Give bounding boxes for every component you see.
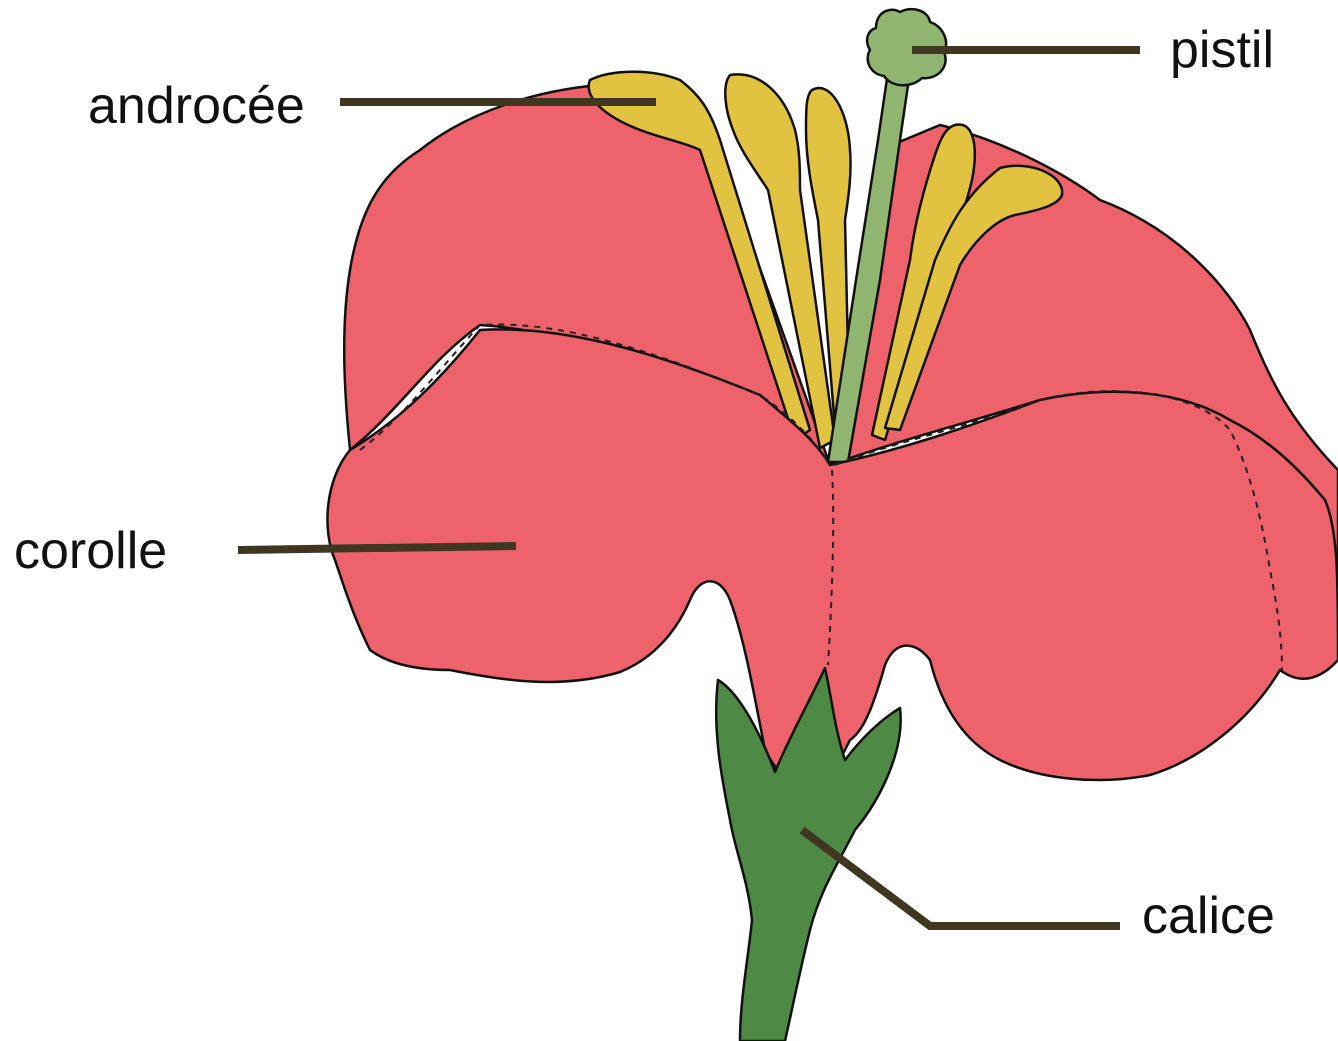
label-androcee: androcée bbox=[88, 80, 305, 132]
label-pistil: pistil bbox=[1170, 24, 1274, 76]
leader-line-calice bbox=[802, 830, 1120, 926]
label-calice: calice bbox=[1142, 890, 1275, 942]
calyx bbox=[716, 668, 900, 1041]
leader-line-corolle bbox=[238, 546, 516, 550]
label-corolle: corolle bbox=[14, 525, 167, 577]
